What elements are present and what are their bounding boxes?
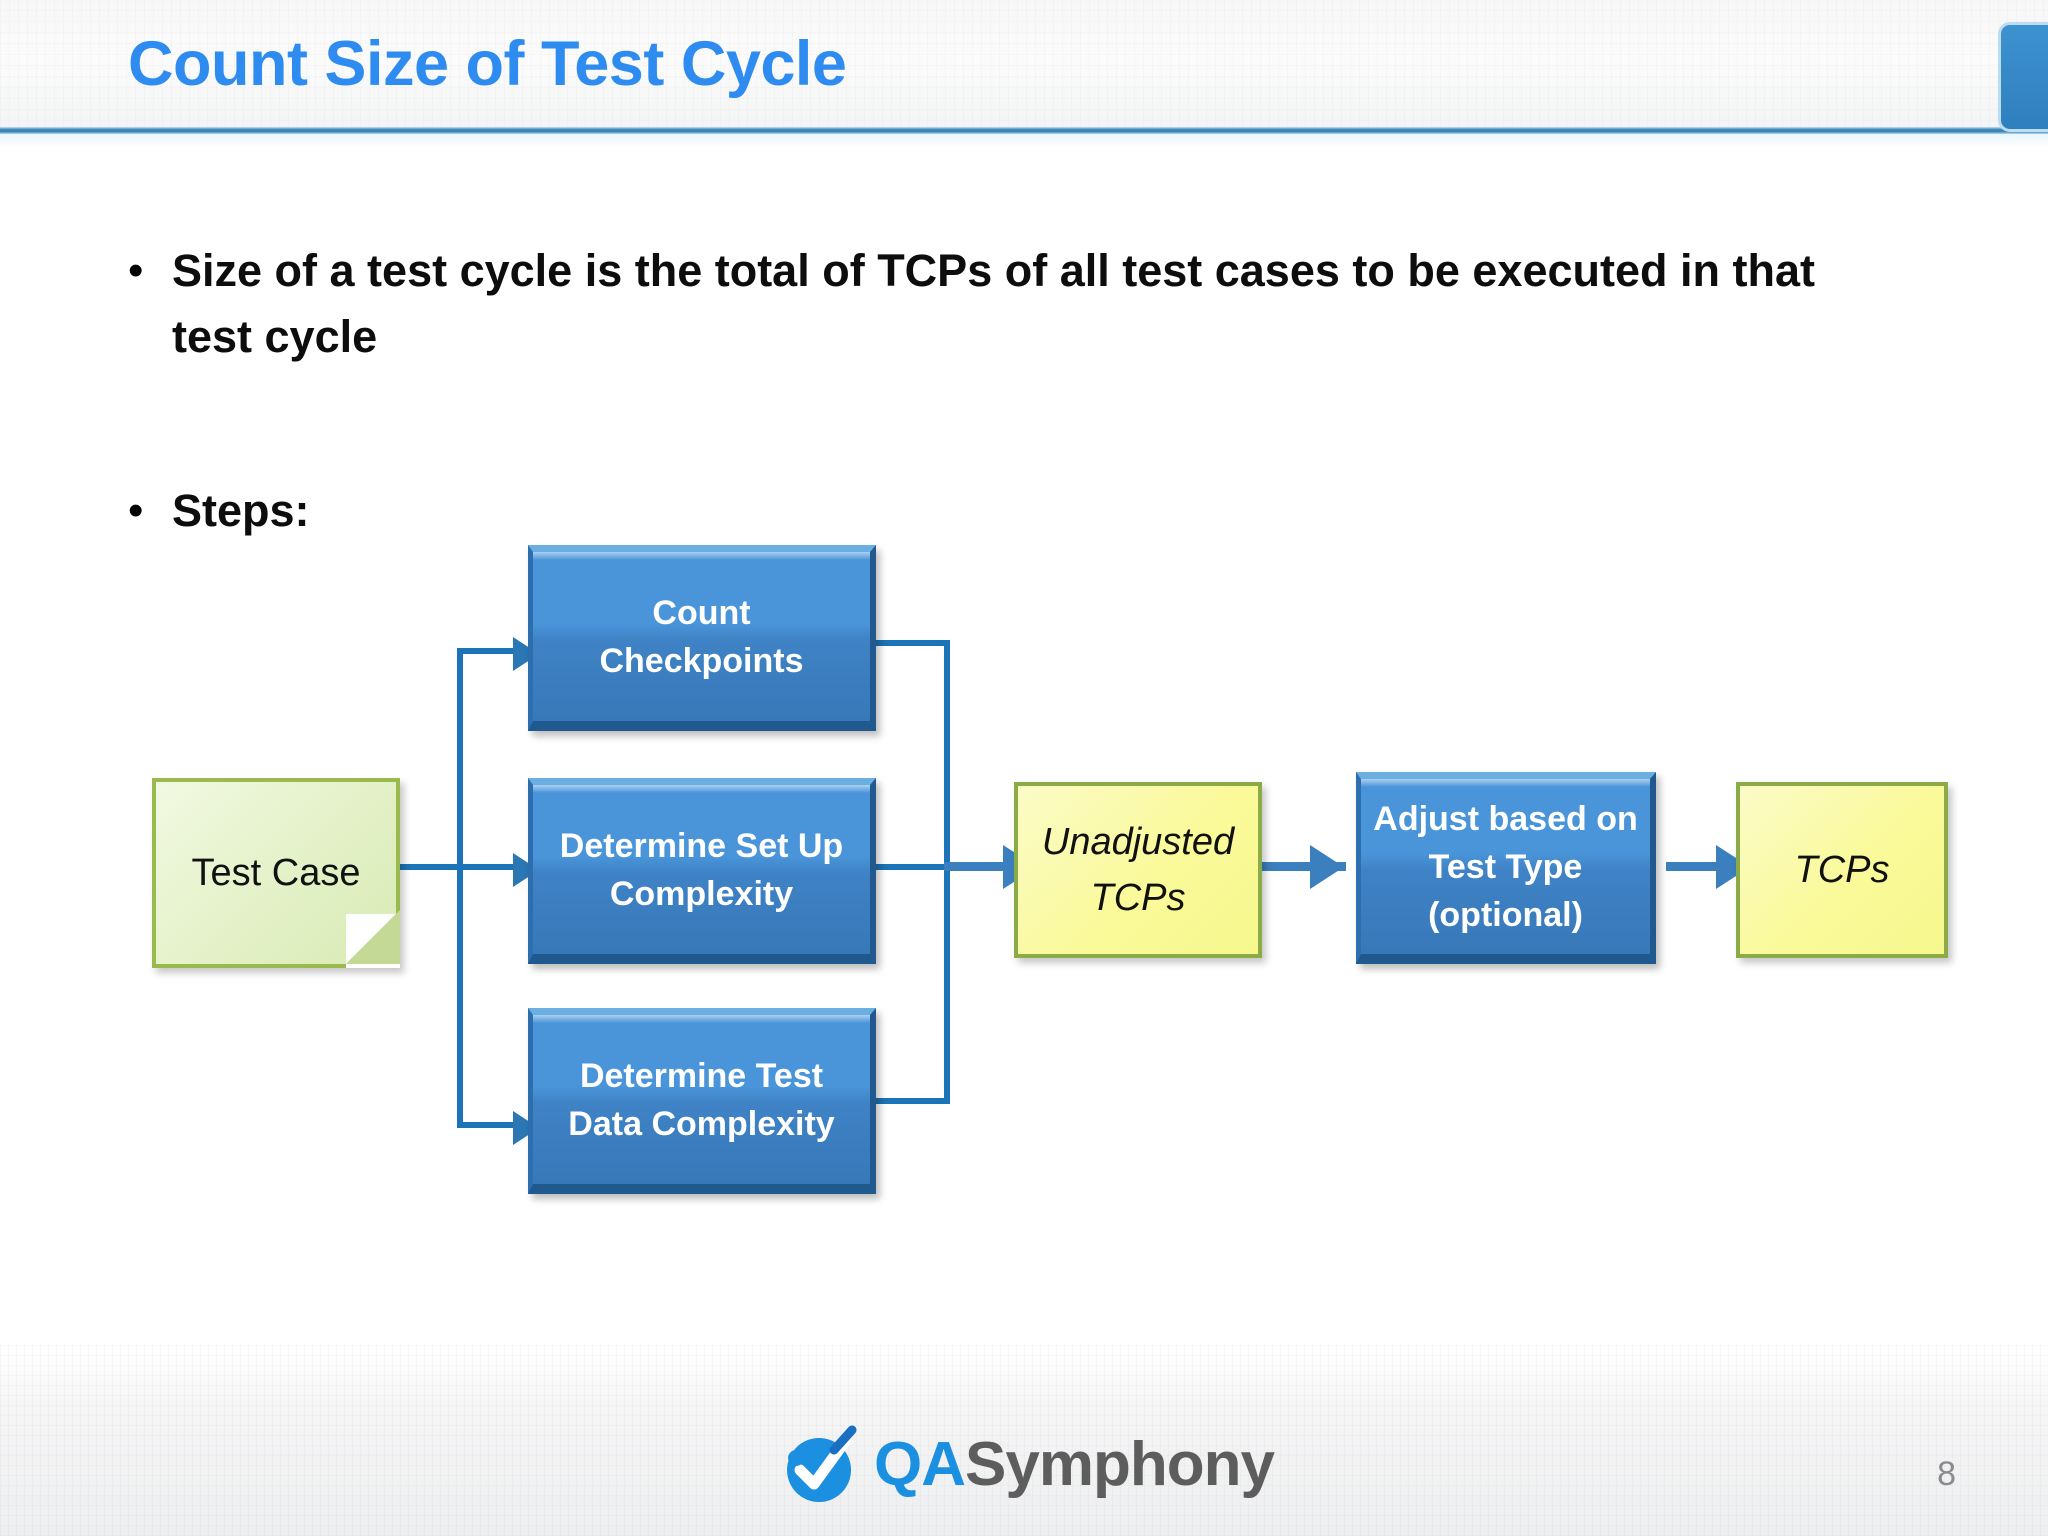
edge-trunk-to-test-data-complexity: [457, 1122, 550, 1128]
qasymphony-logo: QASymphony: [774, 1422, 1275, 1508]
node-determine-test-data-complexity-line1: Determine Test: [579, 1056, 824, 1095]
edge-test-data-complexity-to-merge: [872, 1098, 950, 1104]
edge-right-merge-trunk: [944, 640, 950, 1104]
node-adjust-line3: (optional): [1428, 895, 1583, 934]
bullet-text-1: Size of a test cycle is the total of TCP…: [172, 245, 1815, 362]
edge-unadjusted-to-adjust: [1262, 862, 1346, 871]
edge-left-trunk: [457, 648, 463, 1128]
corner-accent-tab: [1998, 22, 2048, 132]
arrow-head-setup-complexity: [513, 853, 539, 887]
arrow-head-count-checkpoints: [513, 637, 539, 671]
qasymphony-wordmark: QASymphony: [874, 1434, 1275, 1496]
node-adjust-line1: Adjust based on: [1373, 799, 1638, 838]
header-band: [0, 0, 2048, 132]
edge-merge-to-unadjusted-tcps: [944, 862, 1041, 871]
bullet-marker-icon: •: [128, 486, 144, 535]
edge-adjust-to-tcps: [1666, 862, 1752, 871]
node-determine-setup-complexity-line1: Determine Set Up: [559, 826, 844, 865]
edge-count-checkpoints-to-merge: [872, 640, 950, 646]
bullet-text-2: Steps:: [172, 485, 310, 536]
node-count-checkpoints-line2: Checkpoints: [599, 641, 804, 680]
node-count-checkpoints-line1: Count: [652, 593, 751, 632]
node-determine-setup-complexity[interactable]: Determine Set Up Complexity: [528, 778, 876, 964]
qasymphony-logo-mark-icon: [774, 1422, 860, 1508]
bullet-marker-icon: •: [128, 246, 144, 295]
node-adjust-line2: Test Type: [1428, 847, 1583, 886]
node-tcps-label: TCPs: [1794, 849, 1890, 891]
node-determine-test-data-complexity[interactable]: Determine Test Data Complexity: [528, 1008, 876, 1194]
edge-setup-complexity-to-merge: [872, 864, 950, 870]
node-unadjusted-tcps[interactable]: Unadjusted TCPs: [1014, 782, 1262, 958]
title-divider-rule: [0, 127, 2048, 134]
arrow-head-test-data-complexity: [513, 1111, 539, 1145]
title-divider-glow: [0, 134, 2048, 148]
node-test-case-label: Test Case: [191, 852, 361, 894]
node-tcps[interactable]: TCPs: [1736, 782, 1948, 958]
logo-text-symphony: Symphony: [965, 1430, 1275, 1499]
node-determine-setup-complexity-line2: Complexity: [609, 874, 794, 913]
arrow-head-adjust-box: [1310, 845, 1344, 889]
bullet-item-2: • Steps:: [128, 478, 1028, 544]
node-determine-test-data-complexity-line2: Data Complexity: [568, 1104, 835, 1143]
footer-band: [0, 1344, 2048, 1536]
node-test-case[interactable]: Test Case: [152, 778, 400, 968]
edge-testcase-to-trunk: [400, 864, 466, 870]
arrow-head-tcps: [1716, 845, 1750, 889]
node-adjust-based-on-test-type[interactable]: Adjust based on Test Type (optional): [1356, 772, 1656, 964]
logo-text-qa: QA: [874, 1430, 966, 1499]
bullet-item-1: • Size of a test cycle is the total of T…: [128, 238, 1888, 370]
edge-trunk-to-setup-complexity: [457, 864, 550, 870]
page-number: 8: [1937, 1455, 1956, 1493]
node-unadjusted-tcps-line2: TCPs: [1090, 877, 1186, 919]
page-title: Count Size of Test Cycle: [128, 29, 847, 99]
arrow-head-unadjusted-tcps: [1003, 845, 1037, 889]
edge-trunk-to-count-checkpoints: [457, 648, 550, 654]
note-fold-corner-icon: [346, 910, 400, 968]
node-unadjusted-tcps-line1: Unadjusted: [1041, 821, 1235, 863]
node-count-checkpoints[interactable]: Count Checkpoints: [528, 545, 876, 731]
